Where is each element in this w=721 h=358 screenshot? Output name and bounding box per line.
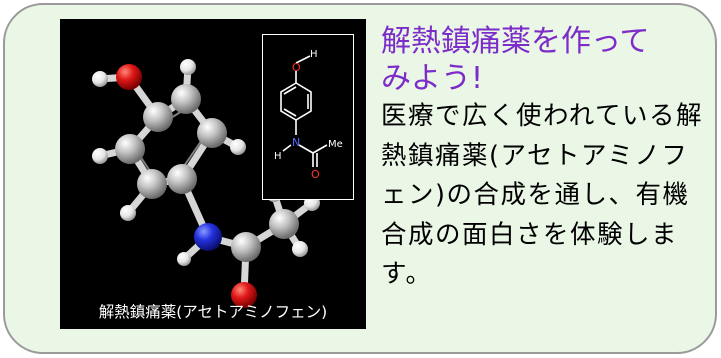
skeletal-formula-drawing: O H N H O Me [274, 49, 343, 181]
atoms [92, 59, 320, 308]
methyl-label: Me [328, 139, 343, 150]
hydrogen-label-top: H [310, 49, 318, 60]
card-text: 解熱鎮痛薬を作って みよう! 医療で広く使われている解熱鎮痛薬(アセトアミノフェ… [381, 23, 711, 295]
hydrogen-label-n: H [274, 151, 282, 162]
card-description: 医療で広く使われている解熱鎮痛薬(アセトアミノフェン)の合成を通し、有機合成の面… [381, 101, 703, 289]
structural-formula: O H N H O Me [262, 34, 354, 200]
activity-card: O H N H O Me 解熱鎮痛薬(アセトアミノフェン) 解熱鎮痛薬を作って … [3, 3, 717, 354]
nitrogen-label: N [292, 136, 300, 149]
oxygen-label-carbonyl: O [311, 168, 320, 181]
card-title: 解熱鎮痛薬を作って みよう! [381, 23, 711, 97]
ball-and-stick-model [92, 59, 320, 308]
card-title-line1: 解熱鎮痛薬を作って [381, 24, 650, 59]
oxygen-label-top: O [292, 61, 301, 74]
image-caption: 解熱鎮痛薬(アセトアミノフェン) [98, 303, 328, 321]
card-title-line2: みよう! [381, 61, 484, 96]
molecule-image: O H N H O Me 解熱鎮痛薬(アセトアミノフェン) [60, 19, 366, 329]
